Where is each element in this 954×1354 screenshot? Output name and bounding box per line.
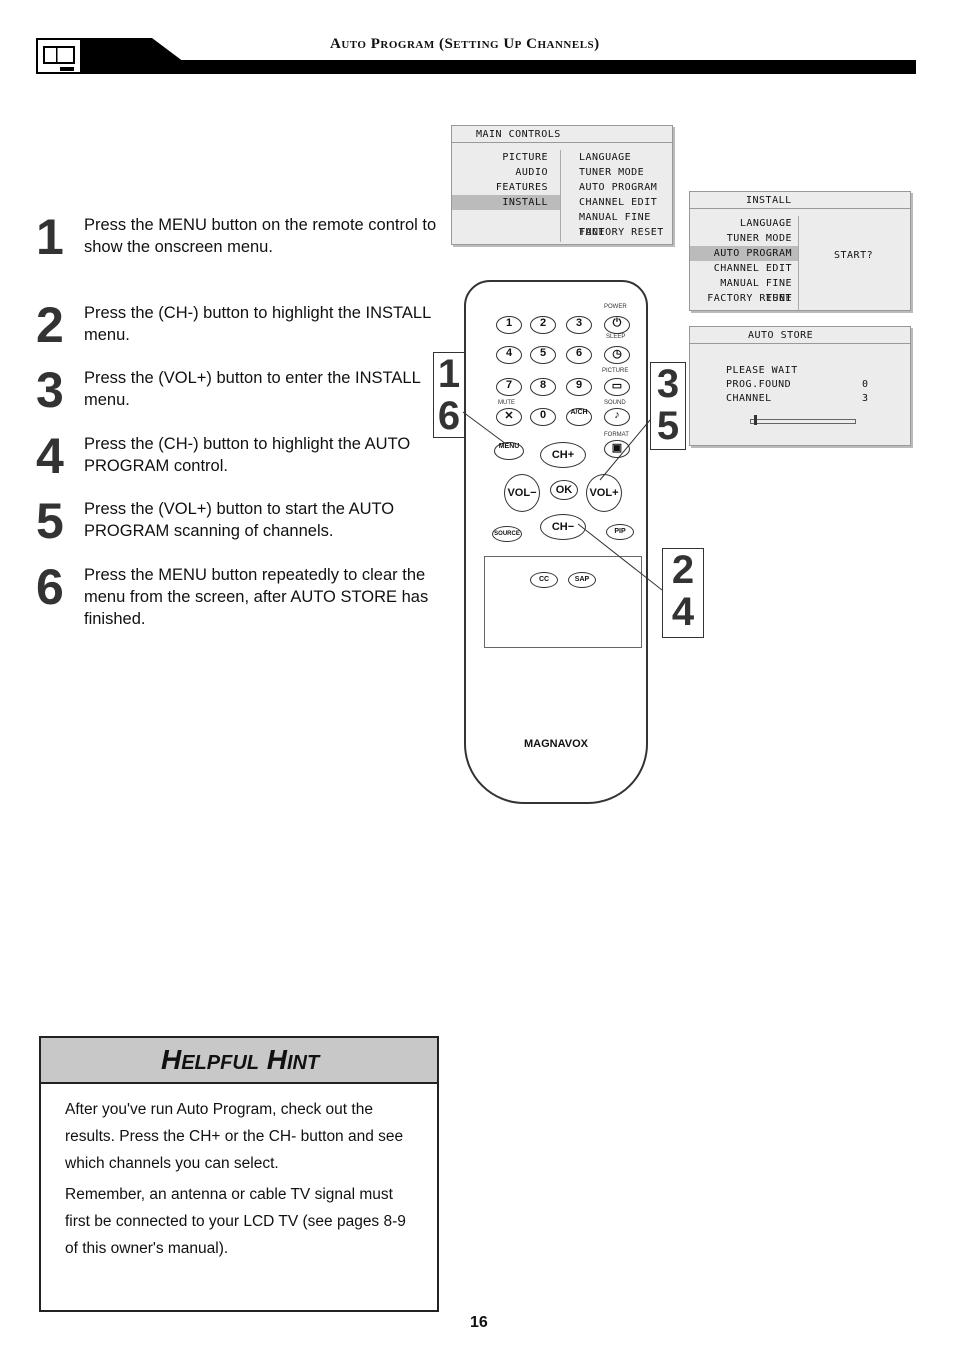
install-menu: INSTALL LANGUAGE TUNER MODE AUTO PROGRAM…: [689, 191, 911, 312]
digit-1-button[interactable]: 1: [496, 316, 522, 334]
pip-button[interactable]: PIP: [606, 524, 634, 540]
picture-button[interactable]: ▭: [604, 378, 630, 396]
power-button[interactable]: ⏻: [604, 316, 630, 334]
sound-button[interactable]: ♪: [604, 408, 630, 426]
hint-title: Helpful Hint: [41, 1038, 437, 1084]
source-button[interactable]: SOURCE: [492, 526, 522, 542]
progress-bar: [750, 419, 856, 424]
digit-0-button[interactable]: 0: [530, 408, 556, 426]
menu-item: FEATURES: [495, 182, 548, 193]
sleep-button[interactable]: ◷: [604, 346, 630, 364]
tv-icon: [36, 38, 82, 74]
main-controls-menu: MAIN CONTROLS PICTURE AUDIO FEATURES INS…: [451, 125, 673, 245]
menu-button[interactable]: MENU: [494, 442, 524, 460]
ch-minus-button[interactable]: CH−: [540, 514, 586, 540]
hint-paragraph-1: After you've run Auto Program, check out…: [65, 1101, 404, 1172]
cc-button[interactable]: CC: [530, 572, 558, 588]
sap-button[interactable]: SAP: [568, 572, 596, 588]
ok-button[interactable]: OK: [550, 480, 578, 500]
hint-paragraph-2: Remember, an antenna or cable TV signal …: [65, 1186, 406, 1257]
format-button[interactable]: ▣: [604, 440, 630, 458]
menu-item: PICTURE: [502, 152, 548, 163]
ach-button[interactable]: A/CH: [566, 408, 592, 426]
digit-9-button[interactable]: 9: [566, 378, 592, 396]
remote-control: POWER SLEEP PICTURE MUTE SOUND FORMAT 1 …: [464, 280, 648, 804]
digit-7-button[interactable]: 7: [496, 378, 522, 396]
menu-item: AUDIO: [515, 167, 548, 178]
digit-4-button[interactable]: 4: [496, 346, 522, 364]
page-title: Auto Program (Setting Up Channels): [330, 36, 600, 52]
auto-store-menu: AUTO STORE PLEASE WAIT PROG.FOUND 0 CHAN…: [689, 326, 911, 446]
page-number: 16: [470, 1314, 488, 1331]
menu-item-selected: INSTALL: [452, 195, 560, 210]
digit-3-button[interactable]: 3: [566, 316, 592, 334]
digit-5-button[interactable]: 5: [530, 346, 556, 364]
ch-plus-button[interactable]: CH+: [540, 442, 586, 468]
helpful-hint-box: Helpful Hint After you've run Auto Progr…: [39, 1036, 439, 1312]
mute-button[interactable]: ✕: [496, 408, 522, 426]
vol-minus-button[interactable]: VOL−: [504, 474, 540, 512]
remote-panel: [484, 556, 642, 648]
digit-8-button[interactable]: 8: [530, 378, 556, 396]
brand-logo: MAGNAVOX: [524, 738, 588, 750]
vol-plus-button[interactable]: VOL+: [586, 474, 622, 512]
digit-6-button[interactable]: 6: [566, 346, 592, 364]
digit-2-button[interactable]: 2: [530, 316, 556, 334]
